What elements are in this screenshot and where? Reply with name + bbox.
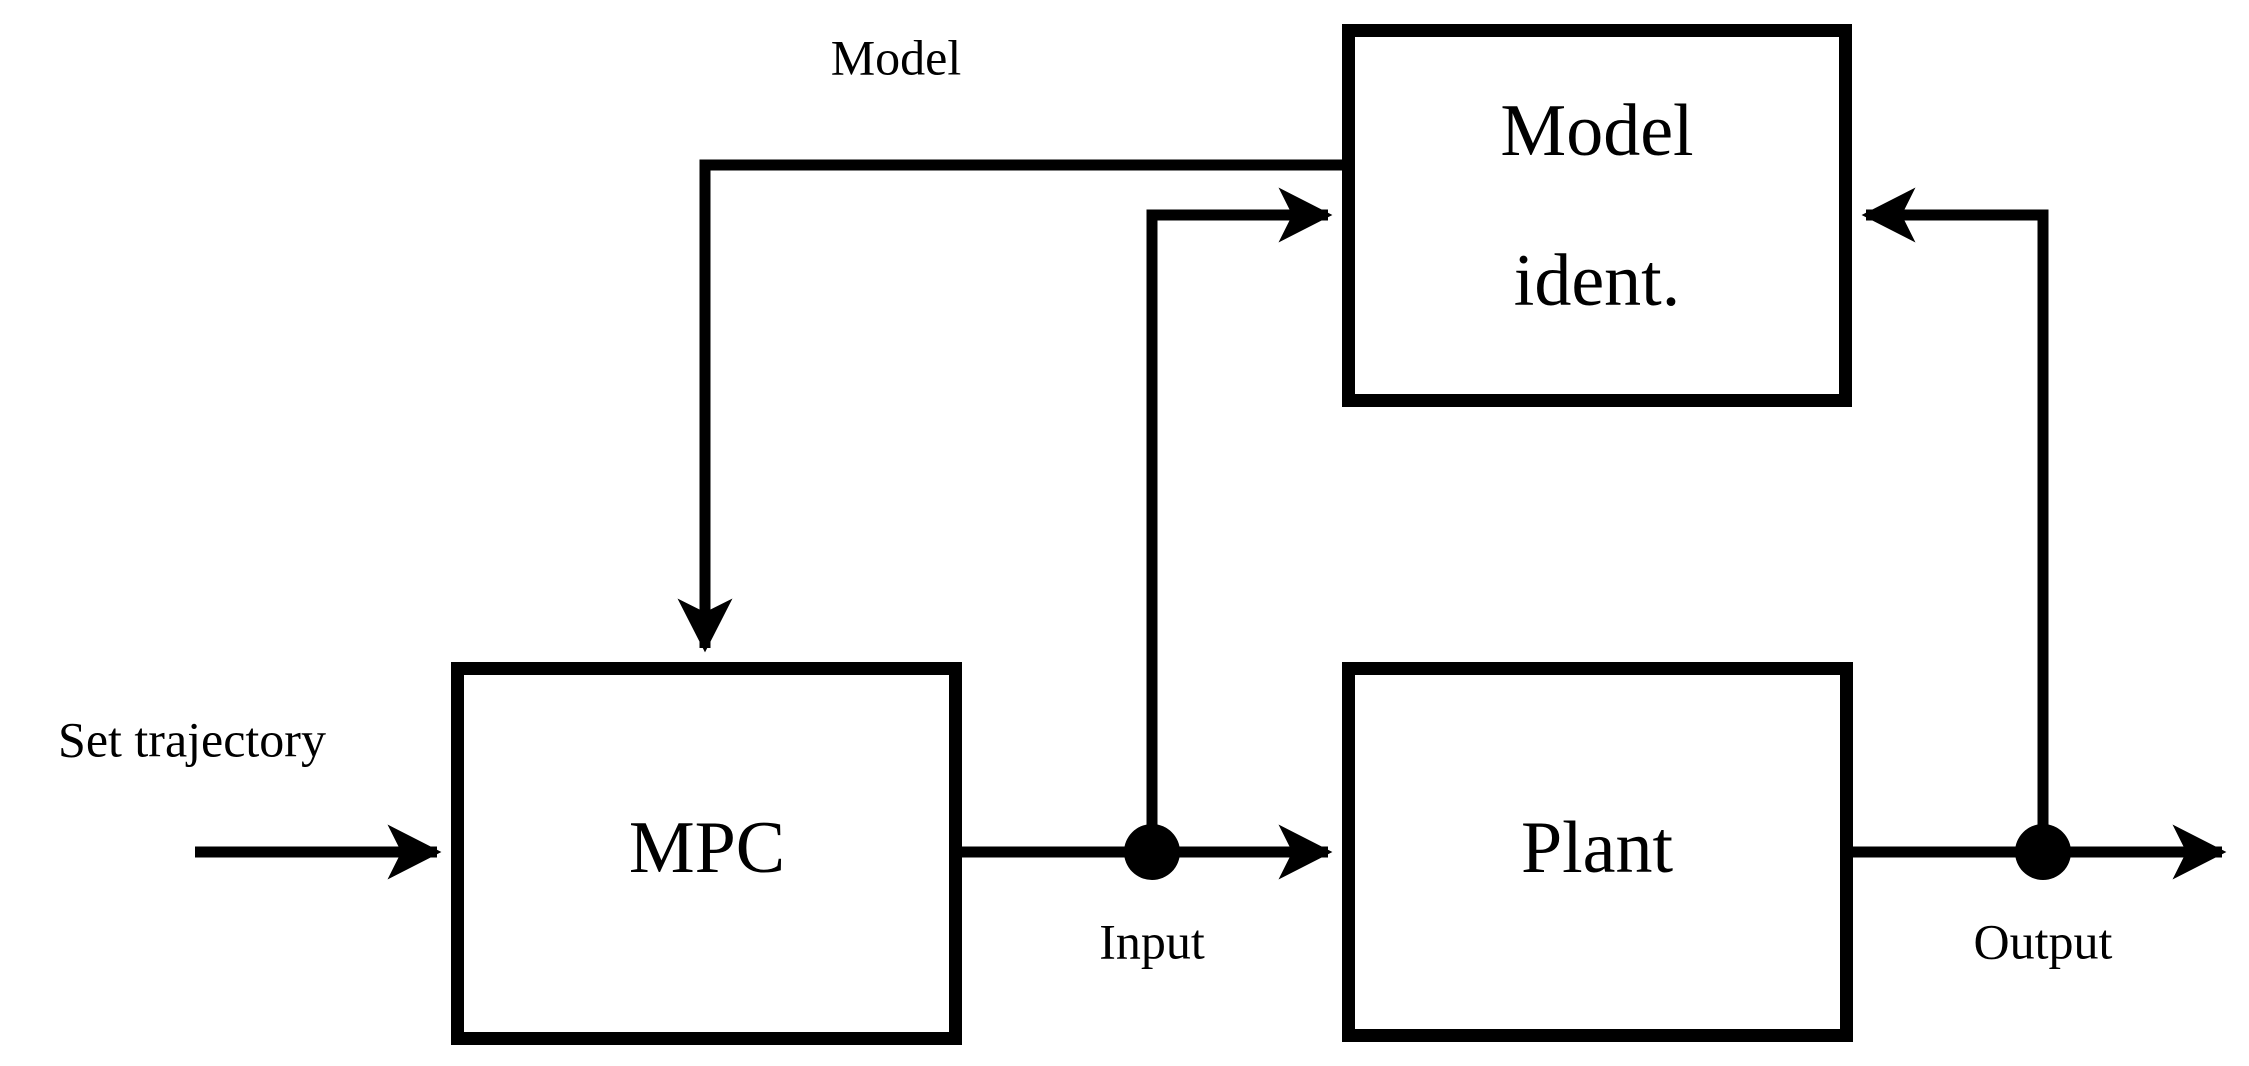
edge-output-feedback-to-model-ident	[1861, 187, 2049, 852]
edge-input-feedback-to-model-ident	[1146, 187, 1333, 852]
signal-label-output: Output	[1974, 913, 2113, 969]
block-plant[interactable]	[1342, 662, 1853, 1042]
output-junction-dot	[2015, 824, 2071, 880]
block-model-ident[interactable]	[1342, 24, 1852, 407]
block-model-ident-label-line2: ident.	[1514, 240, 1680, 322]
block-model-ident-label-line1: Model	[1500, 90, 1693, 172]
block-mpc-label: MPC	[629, 807, 785, 889]
block-plant-label: Plant	[1521, 807, 1674, 889]
signal-label-input: Input	[1099, 913, 1205, 969]
signal-label-set-trajectory: Set trajectory	[58, 711, 326, 767]
edge-model-ident-to-mpc	[677, 159, 1342, 653]
signal-label-model: Model	[831, 29, 962, 85]
input-junction-dot	[1124, 824, 1180, 880]
block-mpc[interactable]	[451, 662, 962, 1045]
